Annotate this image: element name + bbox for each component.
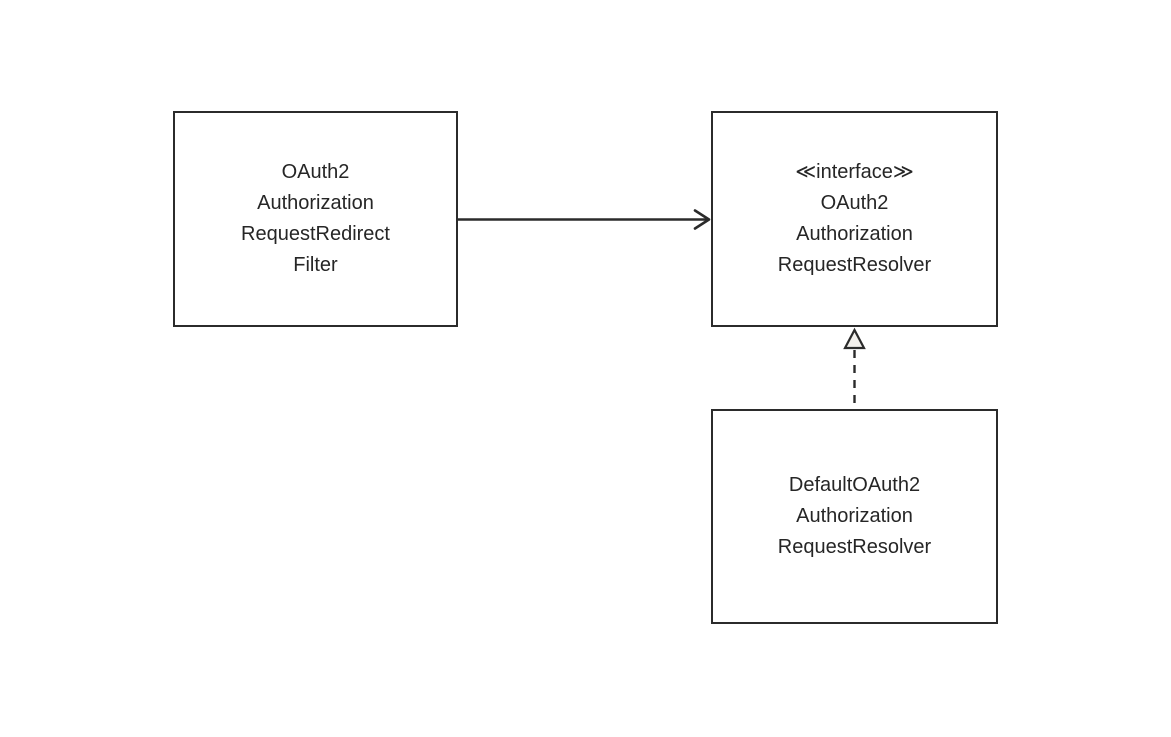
node-stereotype-label: ≪interface≫ <box>795 161 914 183</box>
node-label-line: Authorization <box>257 192 374 214</box>
node-label-line: RequestRedirect <box>241 223 390 245</box>
open-arrowhead-icon <box>693 209 711 230</box>
node-label-line: Filter <box>293 254 338 276</box>
node-label-line: DefaultOAuth2 <box>788 474 921 496</box>
node-oauth2-authorization-request-redirect-filter: OAuth2 Authorization RequestRedirect Fil… <box>173 111 458 327</box>
hollow-triangle-arrowhead-icon <box>843 327 866 350</box>
node-label-line: OAuth2 <box>820 192 889 214</box>
node-oauth2-authorization-request-resolver-interface: ≪interface≫ OAuth2 Authorization Request… <box>711 111 998 327</box>
node-label-line: RequestResolver <box>777 536 932 558</box>
node-label-line: RequestResolver <box>777 254 932 276</box>
node-default-oauth2-authorization-request-resolver: DefaultOAuth2 Authorization RequestResol… <box>711 409 998 624</box>
node-label-line: Authorization <box>796 505 913 527</box>
node-label-line: OAuth2 <box>281 161 350 183</box>
node-label-line: Authorization <box>796 223 913 245</box>
